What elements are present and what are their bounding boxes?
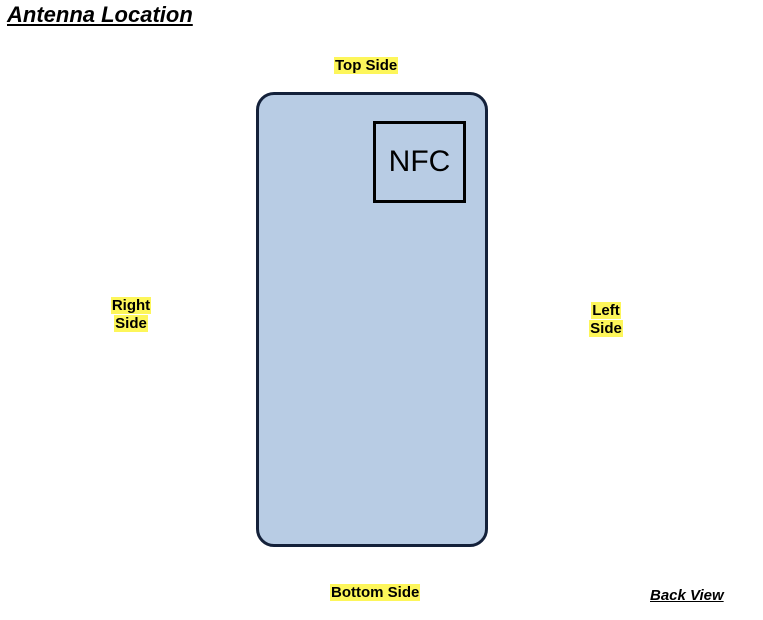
nfc-antenna-area: NFC	[373, 121, 466, 203]
view-label: Back View	[650, 587, 724, 604]
bottom-side-text: Bottom Side	[330, 584, 421, 601]
phone-back-outline	[256, 92, 488, 547]
left-side-text-line2: Side	[589, 320, 623, 337]
diagram-title: Antenna Location	[7, 2, 193, 27]
right-side-label: Right Side	[108, 297, 154, 333]
right-side-text-line1: Right	[110, 297, 152, 314]
top-side-label: Top Side	[334, 57, 399, 75]
left-side-label: Left Side	[584, 302, 628, 338]
top-side-text: Top Side	[334, 57, 399, 74]
bottom-side-label: Bottom Side	[330, 584, 421, 602]
right-side-text-line2: Side	[114, 315, 148, 332]
nfc-label: NFC	[388, 145, 451, 178]
left-side-text-line1: Left	[591, 302, 621, 319]
